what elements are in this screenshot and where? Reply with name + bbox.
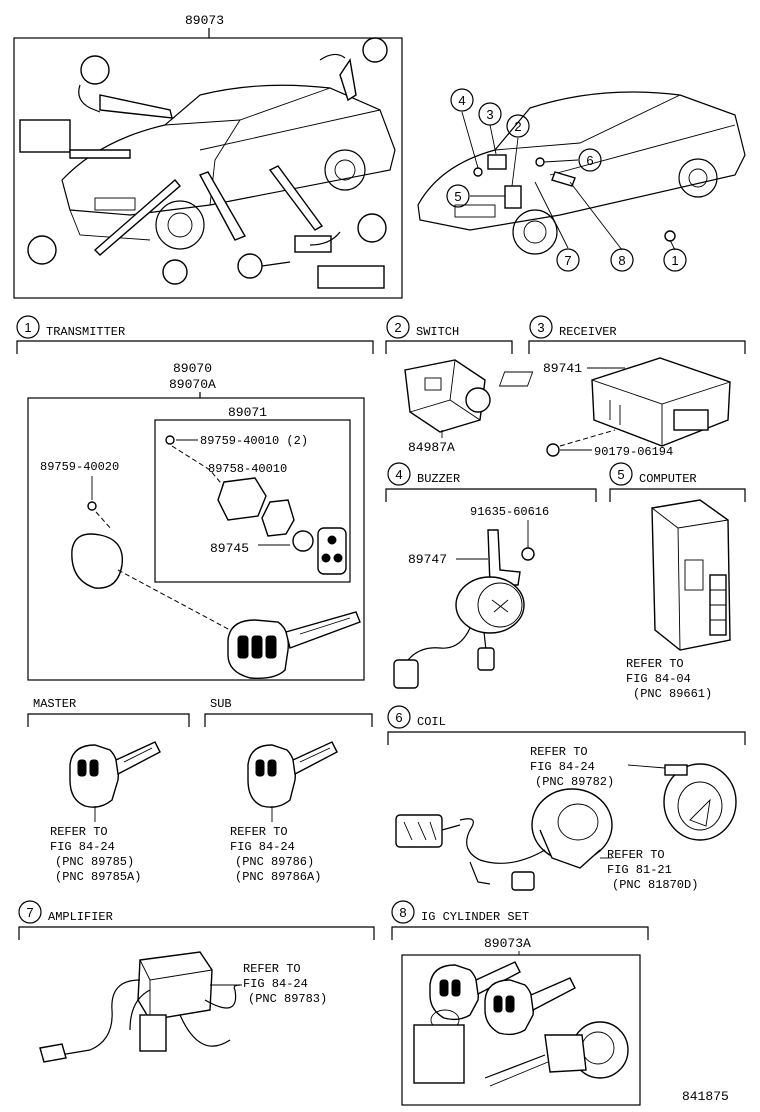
section-computer: 5 COMPUTER REFER TO FIG 84-04 (PNC 89661… [609,462,746,701]
section-switch: 2 SWITCH 84987A [385,315,513,455]
transmitter-case [71,533,124,589]
section-transmitter: 1 TRANSMITTER 89070 89070A 89071 89759-4… [16,315,374,681]
svg-text:4: 4 [395,467,402,482]
svg-text:COIL: COIL [417,715,446,729]
svg-text:7: 7 [564,253,571,268]
svg-text:1: 1 [671,253,678,268]
section-master: MASTER REFER TO FIG 84-24 (PNC 89785) (P… [27,697,190,884]
svg-text:3: 3 [486,107,493,122]
svg-text:RECEIVER: RECEIVER [559,325,617,339]
svg-text:REFER TO: REFER TO [626,657,684,671]
callout-markers: 4 3 2 6 5 7 8 1 [446,88,687,272]
battery-icon [292,530,314,552]
overview-components [19,37,388,289]
svg-text:REFER TO: REFER TO [607,848,665,862]
svg-text:(PNC 81870D): (PNC 81870D) [612,878,698,892]
svg-text:6: 6 [395,710,402,725]
svg-text:89073A: 89073A [484,936,531,951]
svg-text:89070: 89070 [173,361,212,376]
svg-text:1: 1 [24,320,31,335]
svg-text:8: 8 [618,253,625,268]
svg-text:REFER TO: REFER TO [50,825,108,839]
svg-text:REFER TO: REFER TO [230,825,288,839]
svg-text:89759-40020: 89759-40020 [40,460,119,474]
overview-assembly: 89073 [13,13,403,299]
svg-text:BUZZER: BUZZER [417,472,460,486]
figure-number: 841875 [682,1089,729,1104]
svg-text:(PNC 89782): (PNC 89782) [535,775,614,789]
svg-text:8: 8 [399,905,406,920]
svg-text:FIG 84-24: FIG 84-24 [530,760,595,774]
svg-text:89759-40010 (2): 89759-40010 (2) [200,434,308,448]
overview-frame [13,37,403,299]
svg-text:7: 7 [26,905,33,920]
section-ig-cylinder: 8 IG CYLINDER SET 89073A [391,900,649,1106]
car-location-view [417,91,746,255]
transmitter-box [27,397,365,681]
svg-text:(PNC 89785A): (PNC 89785A) [55,870,141,884]
section-sub: SUB REFER TO FIG 84-24 (PNC 89786) (PNC … [204,697,373,884]
svg-text:90179-06194: 90179-06194 [594,445,673,459]
svg-text:89745: 89745 [210,541,249,556]
transmitter-inner-box [154,419,351,583]
svg-text:REFER TO: REFER TO [243,962,301,976]
svg-text:84987A: 84987A [408,440,455,455]
buzzer-body [455,576,525,634]
svg-text:AMPLIFIER: AMPLIFIER [48,910,113,924]
svg-text:4: 4 [458,93,465,108]
svg-text:(PNC 89783): (PNC 89783) [248,992,327,1006]
svg-text:SWITCH: SWITCH [416,325,459,339]
section-receiver: 3 RECEIVER 89741 90179-06194 [498,315,746,459]
svg-text:REFER TO: REFER TO [530,745,588,759]
overview-part-number: 89073 [185,13,224,28]
svg-text:FIG 84-24: FIG 84-24 [230,840,295,854]
svg-text:FIG 84-24: FIG 84-24 [50,840,115,854]
section-coil: 6 COIL REFER TO FIG 84-24 (PNC 89782) RE… [387,705,746,892]
svg-text:89071: 89071 [228,405,267,420]
svg-text:FIG 84-24: FIG 84-24 [243,977,308,991]
coil-ring [663,763,737,841]
svg-text:89747: 89747 [408,552,447,567]
svg-text:FIG 84-04: FIG 84-04 [626,672,691,686]
svg-text:89070A: 89070A [169,377,216,392]
amplifier-unit [137,951,213,1021]
svg-text:3: 3 [537,320,544,335]
ig-cylinder-box [401,954,641,1106]
receiver-unit [591,357,731,447]
transmitter-battery-cover [217,477,267,521]
svg-text:91635-60616: 91635-60616 [470,505,549,519]
svg-text:MASTER: MASTER [33,697,76,711]
svg-text:2: 2 [394,320,401,335]
section-buzzer: 4 BUZZER 91635-60616 89747 [385,462,597,689]
svg-text:(PNC 89786A): (PNC 89786A) [235,870,321,884]
svg-text:6: 6 [586,153,593,168]
section-amplifier: 7 AMPLIFIER REFER TO FIG 84-24 (PNC 8978… [18,900,375,1063]
transmitter-title: TRANSMITTER [46,325,125,339]
svg-text:SUB: SUB [210,697,232,711]
svg-text:FIG 81-21: FIG 81-21 [607,863,672,877]
svg-text:(PNC 89786): (PNC 89786) [235,855,314,869]
svg-text:5: 5 [454,189,461,204]
svg-text:2: 2 [514,119,521,134]
svg-text:IG CYLINDER SET: IG CYLINDER SET [421,910,529,924]
svg-text:(PNC 89785): (PNC 89785) [55,855,134,869]
svg-text:89758-40010: 89758-40010 [208,462,287,476]
svg-text:89741: 89741 [543,361,582,376]
svg-text:5: 5 [617,467,624,482]
svg-text:COMPUTER: COMPUTER [639,472,697,486]
svg-text:(PNC 89661): (PNC 89661) [633,687,712,701]
